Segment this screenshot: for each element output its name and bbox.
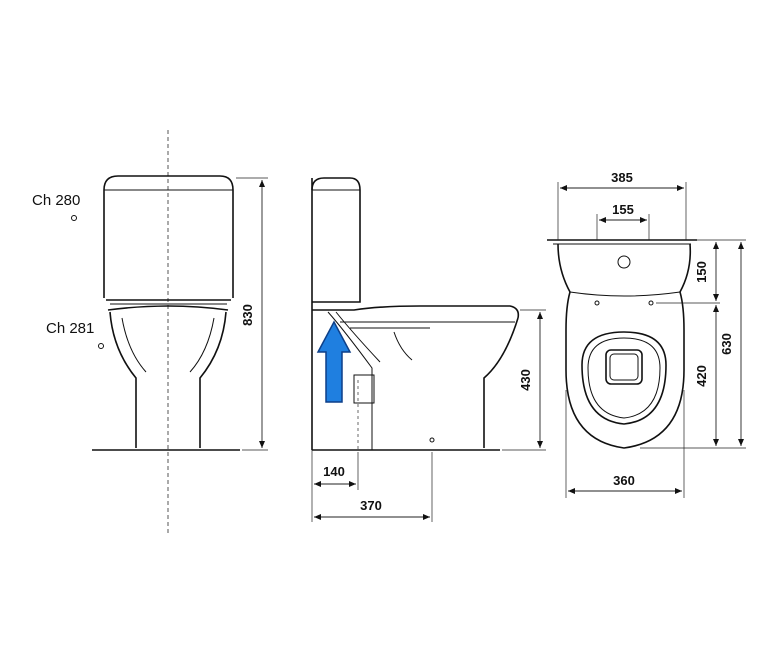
side-seat [312,305,520,319]
seat-hole-right [648,300,654,306]
dim-150-text: 150 [694,261,709,283]
ch281-label: Ch 281 [46,320,94,337]
floor-fixing [429,437,435,443]
top-inlet-hole [617,255,631,269]
dim-420-text: 420 [694,365,709,387]
dim-140-text: 140 [323,464,345,479]
dim-630-text: 630 [719,333,734,355]
top-drain [605,349,643,385]
front-bowl-left [109,311,137,448]
top-view: 385 155 150 420 630 360 [547,170,746,498]
water-inlet-arrow [316,320,352,403]
side-tank [311,177,361,303]
front-tank [103,175,234,298]
side-view: 430 140 370 [311,177,546,522]
dim-370-text: 370 [360,498,382,513]
ch280-label: Ch 280 [32,192,80,209]
front-view: Ch 280 Ch 281 830 [32,130,268,535]
side-bowl-front [483,317,519,448]
front-seat [107,305,229,311]
seat-hole-left [594,300,600,306]
dim-155-text: 155 [612,202,634,217]
side-outlet [353,374,375,404]
dim-830-text: 830 [240,304,255,326]
ch281-marker [98,343,104,349]
dim-360-text: 360 [613,473,635,488]
top-bowl-outline [557,243,692,449]
top-bowl-opening [581,331,667,425]
ch280-marker [71,215,77,221]
front-bowl-right [199,311,227,448]
side-trap [327,311,373,450]
dim-385-text: 385 [611,170,633,185]
dim-430-text: 430 [518,369,533,391]
